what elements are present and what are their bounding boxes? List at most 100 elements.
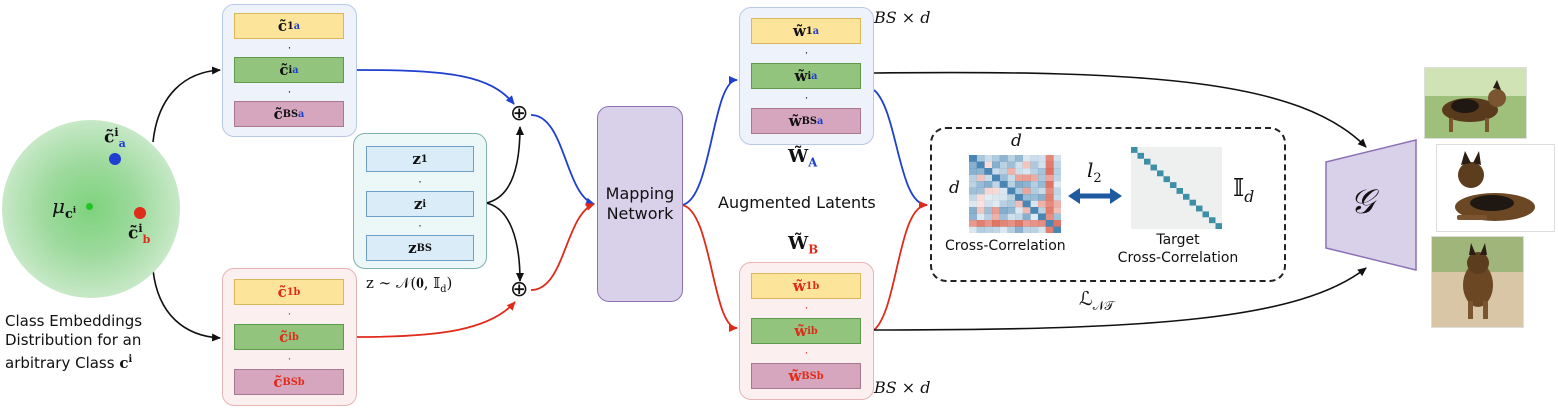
heatmap-cell: [992, 194, 1000, 201]
heatmap-cell: [1022, 187, 1031, 195]
heatmap-cell: [1007, 194, 1016, 201]
identity-diagonal-cell: [1163, 176, 1170, 183]
heatmap-cell: [1038, 174, 1046, 182]
heatmap-cell: [976, 226, 985, 233]
heatmap-cell: [1038, 155, 1046, 162]
heatmap-cell: [999, 226, 1008, 233]
heatmap-cell: [1038, 161, 1046, 169]
identity-diagonal-cell: [1215, 223, 1222, 229]
latent-b-dim: BS × d: [874, 378, 931, 397]
point-b-label: c̃ib: [128, 222, 151, 247]
identity-diagonal-cell: [1157, 170, 1164, 177]
heatmap-cell: [999, 220, 1008, 227]
heatmap-cell: [1007, 181, 1016, 188]
heatmap-cell: [1007, 174, 1016, 182]
heatmap-cell: [984, 207, 993, 214]
class-embeddings-caption: Class Embeddings Distribution for an arb…: [5, 312, 143, 372]
heatmap-cell: [1045, 168, 1054, 175]
heatmap-cell: [1045, 161, 1054, 169]
heatmap-cell: [1022, 161, 1031, 169]
heatmap-cell: [1030, 174, 1039, 182]
heatmap-cell: [984, 161, 993, 169]
identity-diagonal-cell: [1202, 211, 1209, 218]
heatmap-cell: [1022, 155, 1031, 162]
cross-correlation-heatmap: [969, 155, 1061, 233]
heatmap-cell: [976, 161, 985, 169]
heatmap-cell: [992, 207, 1000, 214]
heatmap-cell: [1022, 174, 1031, 182]
identity-diagonal-cell: [1137, 152, 1144, 159]
heatmap-cell: [1045, 226, 1054, 233]
heatmap-cell: [984, 226, 993, 233]
identity-diagonal-cell: [1209, 217, 1216, 224]
heatmap-cell: [999, 194, 1008, 201]
heatmap-cell: [1038, 168, 1046, 175]
heatmap-cell: [1038, 187, 1046, 195]
heatmap-cell: [1015, 168, 1023, 175]
heatmap-cell: [1045, 181, 1054, 188]
heatmap-cell: [969, 213, 977, 221]
heatmap-cell: [1007, 161, 1016, 169]
heatmap-cell: [969, 194, 977, 201]
heatmap-cell: [1022, 213, 1031, 221]
heatmap-cell: [1045, 207, 1054, 214]
arrow-z-to-oplus-top: [485, 126, 524, 204]
identity-diagonal-cell: [1189, 199, 1196, 206]
heatmap-cell: [1015, 226, 1023, 233]
heatmap-cell: [984, 168, 993, 175]
heatmap-cell: [1038, 207, 1046, 214]
latent-a-title: W̃A: [788, 146, 818, 170]
heatmap-cell: [976, 220, 985, 227]
heatmap-cell: [976, 155, 985, 162]
generated-dog-image-3: [1431, 236, 1524, 328]
heatmap-cell: [1015, 207, 1023, 214]
heatmap-cell: [976, 200, 985, 208]
heatmap-cell: [1022, 226, 1031, 233]
heatmap-cell: [1030, 187, 1039, 195]
heatmap-cell: [969, 161, 977, 169]
arrow-oplus-top-to-mapping: [530, 114, 595, 206]
heatmap-cell: [984, 174, 993, 182]
latent-a-dim: BS × d: [874, 8, 931, 27]
heatmap-cell: [1045, 155, 1054, 162]
heatmap-cell: [969, 155, 977, 162]
identity-diagonal-cell: [1131, 147, 1138, 153]
heatmap-cell: [1015, 213, 1023, 221]
heatmap-cell: [969, 181, 977, 188]
heatmap-cell: [992, 161, 1000, 169]
heatmap-cell: [1015, 194, 1023, 201]
heatmap-cell: [992, 213, 1000, 221]
heatmap-cell: [984, 194, 993, 201]
heatmap-cell: [999, 200, 1008, 208]
loss-label: ℒ𝒩𝒯: [1079, 288, 1114, 313]
oplus-bottom-icon: ⊕: [510, 277, 529, 302]
heatmap-cell: [1030, 181, 1039, 188]
heatmap-cell: [1007, 168, 1016, 175]
identity-diagonal-cell: [1183, 193, 1190, 200]
target-label: Target Cross-Correlation: [1117, 232, 1239, 266]
heatmap-cell: [969, 220, 977, 227]
heatmap-cell: [969, 226, 977, 233]
arrow-oplus-bottom-to-mapping: [530, 203, 595, 291]
heatmap-cell: [1007, 207, 1016, 214]
heatmap-cell: [1045, 220, 1054, 227]
heatmap-cell: [1015, 200, 1023, 208]
heatmap-cell: [1045, 187, 1054, 195]
heatmap-cell: [976, 168, 985, 175]
heatmap-cell: [1015, 174, 1023, 182]
heatmap-cell: [1053, 181, 1061, 188]
centroid-marker: [86, 203, 93, 210]
heatmap-cell: [1022, 168, 1031, 175]
generated-dog-image-2: [1436, 144, 1555, 232]
heatmap-cell: [1038, 226, 1046, 233]
